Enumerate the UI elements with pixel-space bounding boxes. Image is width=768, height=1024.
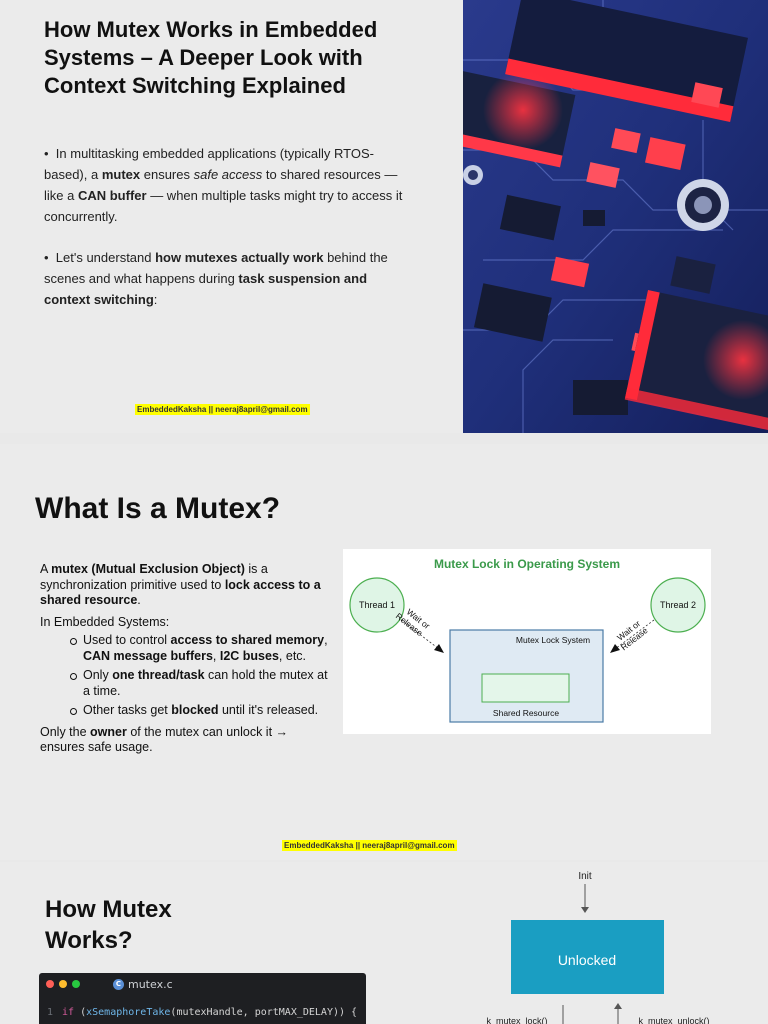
mutex-lock-system-label: Mutex Lock System xyxy=(516,635,590,645)
thread-1-node xyxy=(349,577,405,633)
outro-paragraph: Only the owner of the mutex can unlock i… xyxy=(40,724,289,755)
subhead: In Embedded Systems: xyxy=(40,614,170,629)
lock-call-label: k_mutex_lock() xyxy=(486,1016,547,1024)
intro-paragraph: A mutex (Mutual Exclusion Object) is a s… xyxy=(40,562,321,607)
arrow-2-head xyxy=(610,644,620,653)
code-file-tab[interactable]: C mutex.c xyxy=(113,978,173,991)
thread-2-label: Thread 2 xyxy=(660,600,696,610)
mutex-usage-list: Used to control access to shared memory,… xyxy=(70,633,330,719)
close-dot-icon[interactable] xyxy=(46,980,54,988)
slide-intro: How Mutex Works in Embedded Systems – A … xyxy=(0,0,768,433)
slide1-title: How Mutex Works in Embedded Systems – A … xyxy=(44,17,378,98)
unlocked-state xyxy=(511,920,664,994)
minimize-dot-icon[interactable] xyxy=(59,980,67,988)
slide2-title: What Is a Mutex? xyxy=(35,492,281,525)
slide3-title: How Mutex Works? xyxy=(45,896,172,954)
list-item: Used to control access to shared memory,… xyxy=(70,633,330,664)
watermark: EmbeddedKaksha || neeraj8april@gmail.com xyxy=(282,840,457,851)
list-item: Only one thread/task can hold the mutex … xyxy=(70,668,330,699)
watermark: EmbeddedKaksha || neeraj8april@gmail.com xyxy=(135,404,310,415)
thread-1-label: Thread 1 xyxy=(359,600,395,610)
code-window-titlebar: C mutex.c xyxy=(39,973,366,995)
shared-resource-label: Shared Resource xyxy=(493,708,559,718)
slide-what-is-mutex: What Is a Mutex? A mutex (Mutual Exclusi… xyxy=(0,444,768,860)
maximize-dot-icon[interactable] xyxy=(72,980,80,988)
arrow-1-head xyxy=(434,644,444,653)
mutex-state-diagram: Init Unlocked k_mutex_lock() k_mutex_unl… xyxy=(486,871,710,1024)
mutex-definition: A mutex (Mutual Exclusion Object) is a s… xyxy=(40,562,330,762)
mutex-lock-diagram: Mutex Lock in Operating System Thread 1 … xyxy=(343,549,711,734)
arrow-2 xyxy=(614,619,655,650)
init-label: Init xyxy=(578,871,592,882)
list-item: Other tasks get blocked until it's relea… xyxy=(70,703,330,719)
thread-2-node xyxy=(650,577,706,633)
intro-bullet-2: • Let's understand how mutexes actually … xyxy=(44,250,388,307)
circuit-board-photo xyxy=(463,0,768,433)
diagram-title: Mutex Lock in Operating System xyxy=(434,557,620,571)
c-file-icon: C xyxy=(113,978,124,990)
unlock-call-label: k_mutex_unlock() xyxy=(638,1016,709,1024)
intro-bullet-1: • In multitasking embedded applications … xyxy=(44,146,403,224)
unlocked-label: Unlocked xyxy=(558,952,616,968)
shared-resource-box xyxy=(481,673,570,703)
